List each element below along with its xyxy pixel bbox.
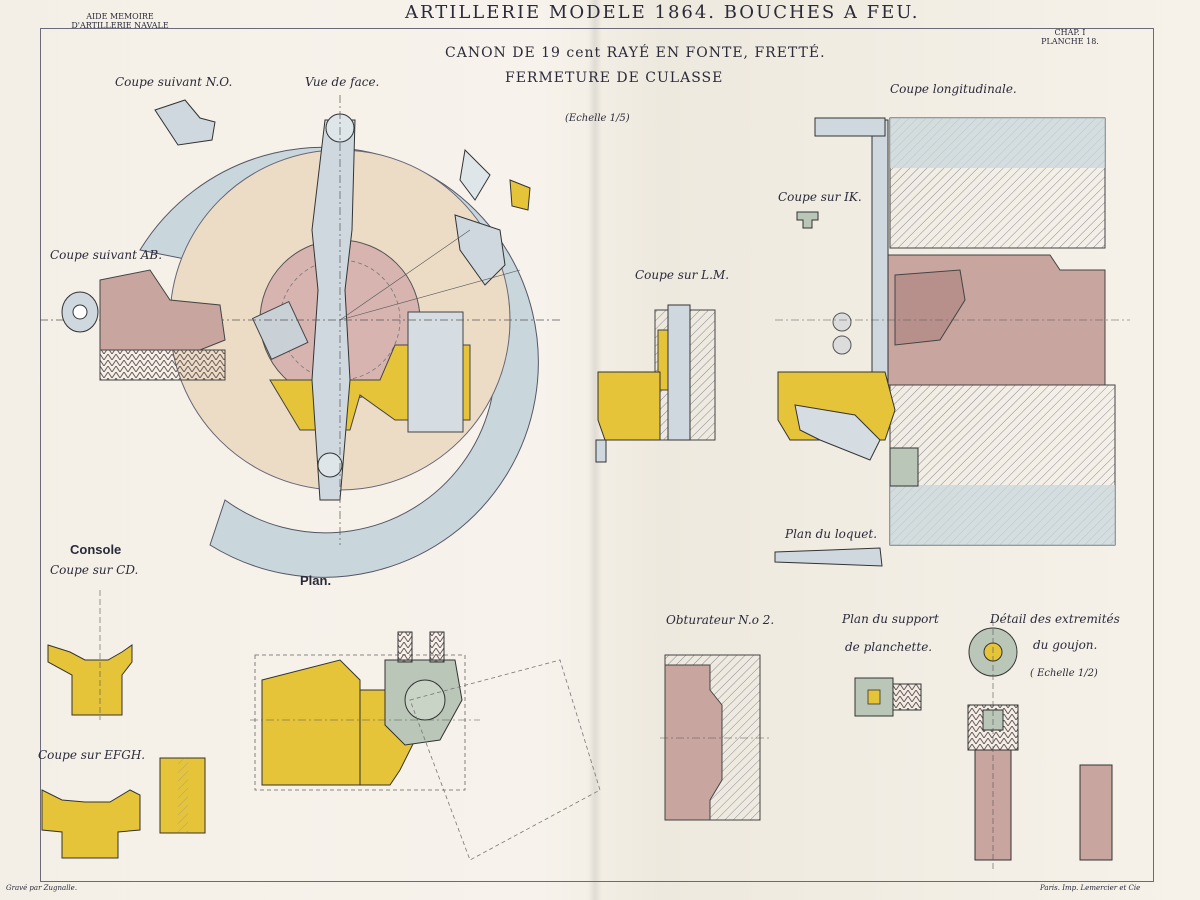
front-view-drawing bbox=[40, 95, 560, 578]
label-coupe-efgh: Coupe sur EFGH. bbox=[38, 748, 146, 762]
console-section-cd-drawing bbox=[47, 590, 133, 720]
stud-detail-drawing bbox=[967, 620, 1113, 870]
scale-note: (Echelle 1/5) bbox=[565, 113, 630, 124]
label-coupe-lm: Coupe sur L.M. bbox=[635, 268, 730, 282]
section-ab-drawing bbox=[61, 269, 226, 381]
header-left: AIDE MEMOIRE D'ARTILLERIE NAVALE bbox=[70, 12, 170, 30]
label-plan-support-2: de planchette. bbox=[845, 640, 933, 654]
label-detail-scale: ( Echelle 1/2) bbox=[1030, 668, 1098, 679]
header-right-line2: PLANCHE 18. bbox=[1041, 37, 1099, 46]
label-plan: Plan. bbox=[300, 573, 332, 588]
plate-frame bbox=[40, 28, 1154, 882]
header-right: CHAP. I PLANCHE 18. bbox=[1030, 28, 1110, 46]
label-coupe-ik: Coupe sur IK. bbox=[778, 190, 862, 204]
label-detail-1: Détail des extremités bbox=[990, 612, 1120, 626]
plate-subtitle: CANON DE 19 cent RAYÉ EN FONTE, FRETTÉ. bbox=[445, 45, 826, 61]
latch-plan-drawing bbox=[774, 547, 883, 567]
header-left-line2: D'ARTILLERIE NAVALE bbox=[71, 21, 169, 30]
label-console: Console bbox=[70, 542, 122, 557]
breech-ring-outer bbox=[139, 146, 539, 578]
header-right-line1: CHAP. I bbox=[1054, 28, 1086, 37]
plate-title: ARTILLERIE MODELE 1864. BOUCHES A FEU. bbox=[405, 2, 920, 23]
longitudinal-section-drawing bbox=[775, 117, 1130, 546]
header-left-line1: AIDE MEMOIRE bbox=[86, 12, 154, 21]
footer-printer: Paris. Imp. Lemercier et Cie bbox=[1040, 884, 1141, 892]
label-detail-2: du goujon. bbox=[1033, 638, 1098, 652]
obturator-drawing bbox=[660, 654, 770, 821]
plate-subtitle-2: FERMETURE DE CULASSE bbox=[505, 70, 724, 86]
label-plan-loquet: Plan du loquet. bbox=[785, 527, 878, 541]
label-coupe-longitudinale: Coupe longitudinale. bbox=[890, 82, 1017, 96]
label-coupe-no: Coupe suivant N.O. bbox=[115, 75, 233, 89]
label-obturateur: Obturateur N.o 2. bbox=[666, 613, 775, 627]
label-plan-support-1: Plan du support bbox=[842, 612, 939, 626]
section-efgh-drawing bbox=[41, 757, 206, 859]
page-fold bbox=[588, 0, 602, 900]
footer-engraver: Gravé par Zugnalle. bbox=[6, 884, 78, 892]
section-lm-drawing bbox=[595, 304, 716, 463]
support-plan-drawing bbox=[854, 677, 922, 717]
label-coupe-cd: Coupe sur CD. bbox=[50, 563, 139, 577]
label-coupe-ab: Coupe suivant AB. bbox=[50, 248, 163, 262]
label-vue-de-face: Vue de face. bbox=[305, 75, 380, 89]
plan-view-drawing bbox=[250, 631, 601, 861]
